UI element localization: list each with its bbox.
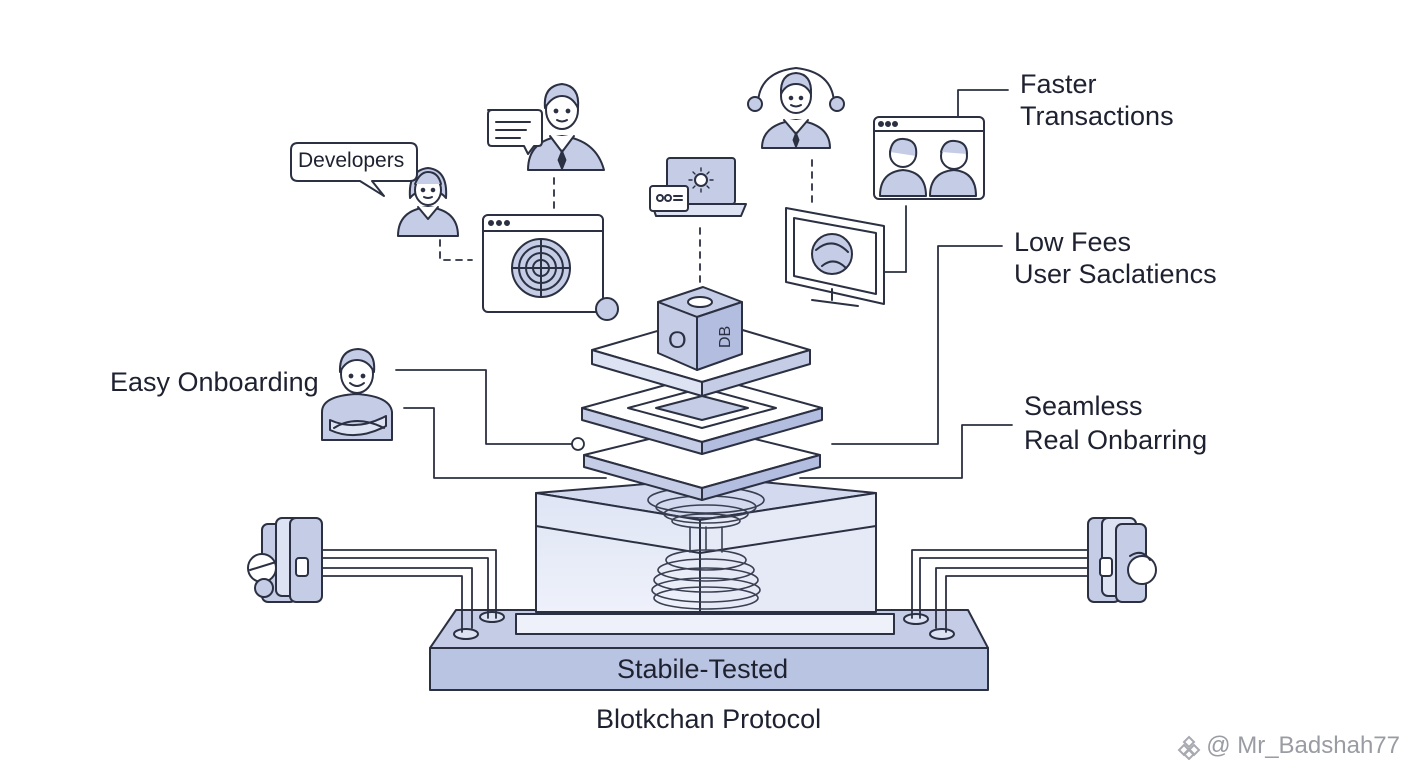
video-call-window [873,116,985,200]
developers-label: Developers [298,149,405,172]
chatting-man-avatar [527,83,605,171]
easy-onboarding-label: Easy Onboarding [110,367,319,397]
connector-lines [395,89,1013,479]
left-hardware-node [247,517,323,603]
seamless-label-line1: Seamless [1024,391,1143,421]
faster-label-line1: Faster [1020,69,1097,99]
right-hardware-node [1087,517,1157,603]
low-fees-label-line2: User Saclatiencs [1014,259,1217,289]
left-pipes [321,549,497,633]
cube-front-glyph: O [668,327,687,354]
laptop-icon [649,157,747,217]
layer-2 [581,374,823,455]
seamless-label-line2: Real Onbarring [1024,425,1208,455]
developers-speech-bubble [290,142,418,197]
protocol-caption: Blotkchan Protocol [596,704,822,734]
glass-core-box [535,477,877,613]
developer-woman-avatar [397,167,459,237]
platform-base-label: Stabile-Tested [617,654,789,684]
cube-side-glyph: DB [717,326,734,348]
platform-base [429,609,989,691]
headset-man-avatar [747,67,845,149]
monitor-icon [785,207,885,307]
watermark-text: @ Mr_Badshah77 [1206,732,1400,759]
watermark-logo-icon [1177,735,1201,760]
low-fees-label-line1: Low Fees [1014,227,1132,257]
right-pipes [911,549,1089,633]
target-browser-window [482,214,619,321]
chat-bubble-icon [487,109,543,155]
onboarding-man-avatar [321,348,393,441]
watermark: @ Mr_Badshah77 [1176,732,1400,760]
faster-label-line2: Transactions [1020,101,1174,131]
db-cube [657,286,743,371]
